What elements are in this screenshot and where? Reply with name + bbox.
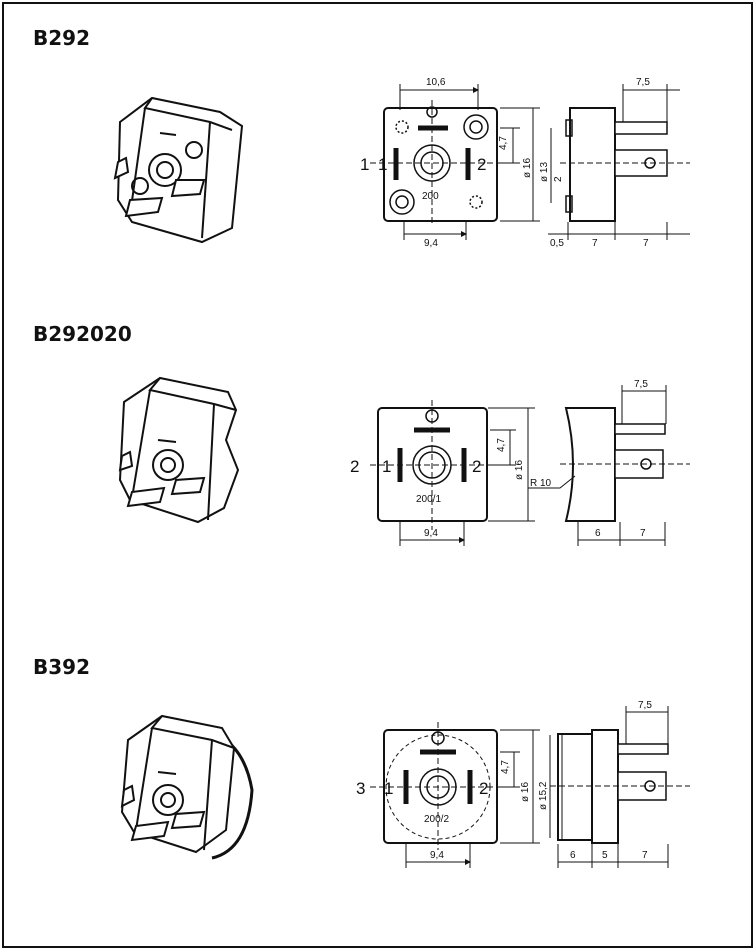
dim-b292020-dia-outer: ø 16	[514, 460, 525, 480]
dim-b292-small: 2	[553, 176, 564, 182]
dim-b292-right-top: 7,5	[636, 77, 650, 88]
side-view-b292	[548, 84, 690, 240]
dim-b292020-bottom-width: 9,4	[424, 528, 438, 539]
front-view-b292	[370, 84, 552, 240]
dim-b392-b1: 6	[570, 850, 576, 861]
code-b392: 200/2	[424, 814, 449, 825]
dim-b392-b3: 7	[642, 850, 648, 861]
dim-b392-dia-outer: ø 16	[520, 782, 531, 802]
dim-b292-dia-inner: ø 13	[539, 162, 550, 182]
pin-label-b392-right: 2	[479, 779, 488, 798]
connector-illustration-b292020	[118, 376, 240, 524]
pin-label-b292-left: 1	[378, 155, 387, 174]
dim-b292020-radius: R 10	[530, 478, 552, 489]
dim-b292-b2: 7	[592, 238, 598, 249]
dim-b292-dia-outer: ø 16	[522, 158, 533, 178]
pin-label-b292020-left: 1	[382, 457, 391, 476]
dim-b292-top-width: 10,6	[426, 77, 446, 88]
section-title-b292: B292	[33, 26, 90, 50]
pin-label-b292-right: 2	[477, 155, 486, 174]
pin-label-b392-left: 1	[384, 779, 393, 798]
dim-b392-dia-inner: ø 15,2	[538, 781, 549, 810]
code-b292020: 200/1	[416, 494, 441, 505]
connector-illustration-b392	[120, 714, 254, 860]
section-title-b392: B392	[33, 655, 90, 679]
pin-label-b292020-outer: 2	[350, 457, 359, 476]
dim-b292-b3: 7	[643, 238, 649, 249]
side-view-b392	[550, 706, 690, 868]
front-view-b292020	[370, 400, 535, 546]
dim-b392-bottom-width: 9,4	[430, 850, 444, 861]
dim-b292-b1: 0,5	[550, 238, 564, 249]
dim-b292020-right-top: 7,5	[634, 379, 648, 390]
dim-b292-bottom-width: 9,4	[424, 238, 438, 249]
section-title-b292020: B292020	[33, 322, 132, 346]
pin-label-b392-outer: 3	[356, 779, 365, 798]
dim-b392-b2: 5	[602, 850, 608, 861]
pin-label-b292-outer: 1	[360, 155, 369, 174]
dim-b292020-b2: 7	[640, 528, 646, 539]
dim-b292020-b1: 6	[595, 528, 601, 539]
front-view-b392	[370, 722, 551, 868]
connector-illustration-b292	[113, 96, 244, 244]
dim-b292020-offset: 4,7	[496, 438, 507, 452]
pin-label-b292020-right: 2	[472, 457, 481, 476]
dim-b392-offset: 4,7	[500, 760, 511, 774]
dim-b392-right-top: 7,5	[638, 700, 652, 711]
code-b292: 200	[422, 191, 439, 202]
dim-b292-offset: 4,7	[498, 136, 509, 150]
side-view-b292020	[528, 385, 690, 546]
